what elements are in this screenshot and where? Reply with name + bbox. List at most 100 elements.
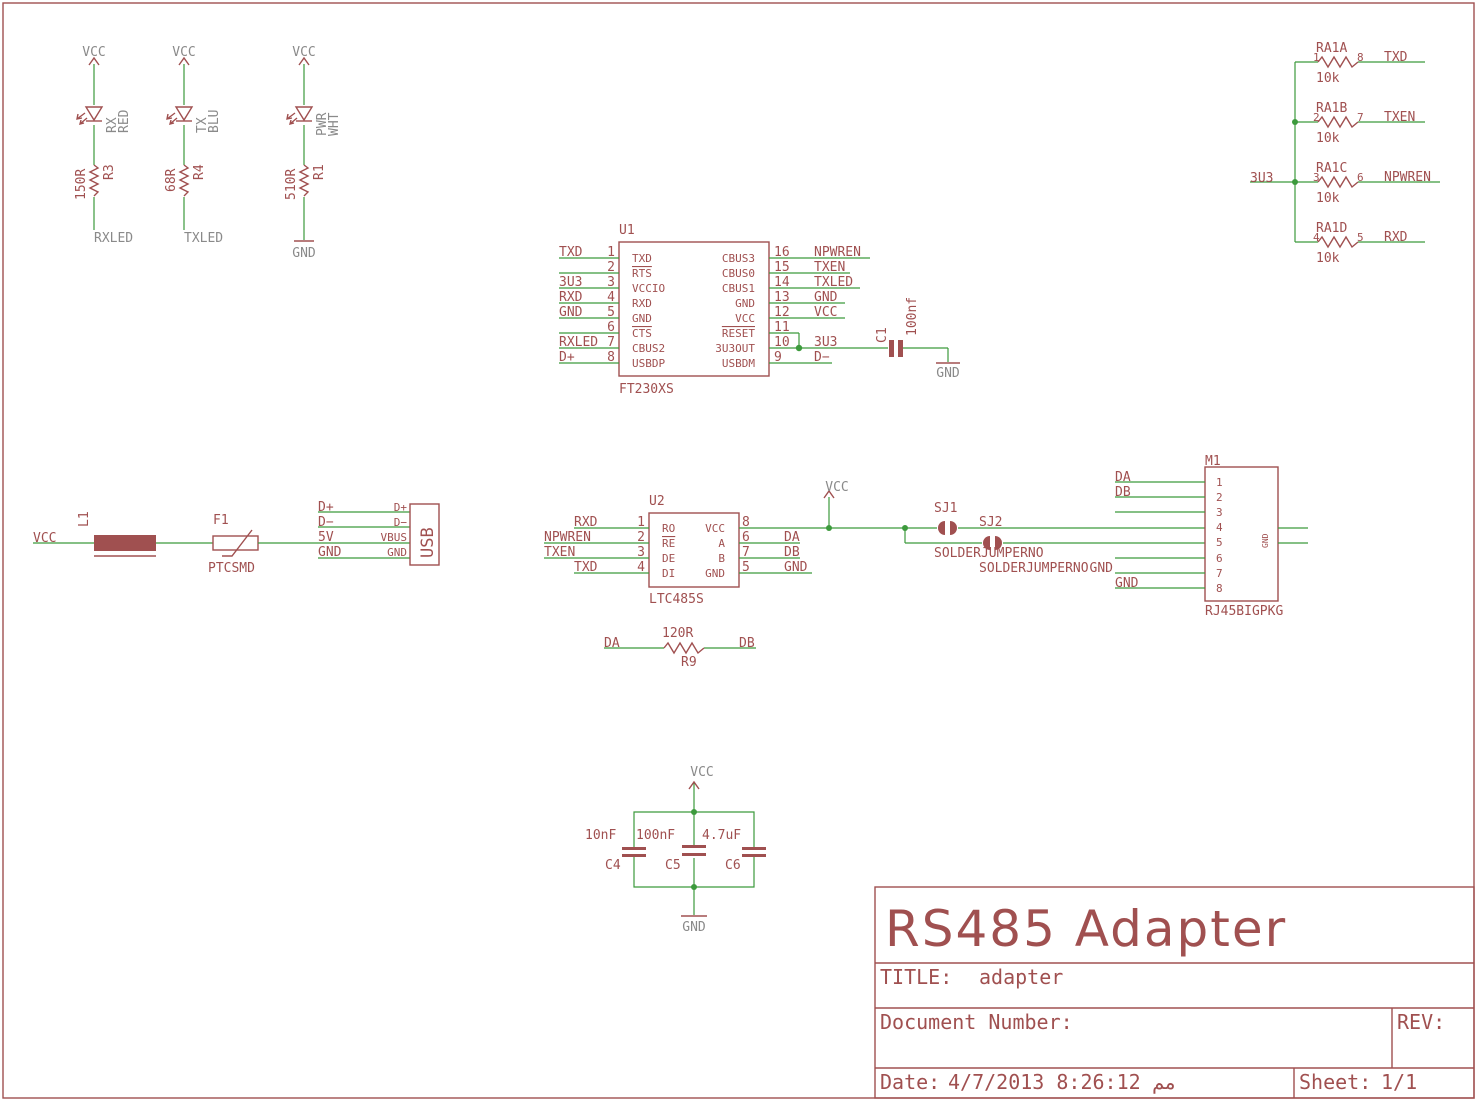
net-gnd: GND [936, 366, 960, 381]
solder-jumpers: SJ1 SOLDERJUMPERNO SJ2 SOLDERJUMPERNO [904, 501, 1205, 576]
junction-dot [691, 884, 697, 890]
u1-pin-num: 8 [607, 350, 615, 365]
net-label: RXD [1384, 230, 1408, 245]
ra1-ref: RA1D [1316, 221, 1347, 236]
net-gnd: GND [682, 920, 706, 935]
u2-body [648, 512, 740, 588]
u2-pin-num: 3 [637, 545, 645, 560]
u1-pin-num: 5 [607, 305, 615, 320]
ra1-ref: RA1A [1316, 41, 1347, 56]
title-block: RS485 Adapter TITLE: adapter Document Nu… [874, 886, 1475, 1099]
light-emission-icon [166, 112, 178, 125]
u1-pin-name: CBUS3 [722, 252, 755, 265]
ra1-pin: 1 [1313, 51, 1320, 64]
u1-pin-name: 3U3OUT [715, 342, 755, 355]
resistor-array-ra1: 3U3 RA1A RA1B RA1C RA1D 1 2 3 4 8 7 6 5 … [1250, 41, 1440, 266]
u1-body [618, 241, 770, 377]
sj1-ref: SJ1 [934, 501, 957, 516]
net-label: D+ [318, 500, 334, 515]
led-tx-group: VCC TX BLU 68R R4 TXLED [164, 45, 223, 246]
net-label: GND [559, 305, 583, 320]
net-label: 3U3 [814, 335, 837, 350]
net-label: DB [739, 636, 755, 651]
u1-pin-num: 4 [607, 290, 615, 305]
usb-pin-name: D− [394, 516, 408, 529]
net-3v3: 3U3 [1250, 171, 1273, 186]
led-rx-color: RED [117, 109, 132, 133]
u1-pin-name: RXD [632, 297, 652, 310]
r3-value: 150R [74, 169, 89, 200]
vcc-arrow-icon [298, 56, 310, 66]
u1-pin-name: VCCIO [632, 282, 665, 295]
r1-ref: R1 [312, 164, 327, 180]
capacitor-plate-icon [622, 847, 646, 850]
led-icon [174, 106, 194, 122]
u2-pin-name: B [718, 552, 725, 565]
capacitor-plate-icon [682, 853, 706, 856]
net-label: DA [1115, 470, 1131, 485]
u2-pin-num: 8 [742, 515, 750, 530]
ra1-pin: 7 [1357, 111, 1364, 124]
ra1-value: 10k [1316, 131, 1340, 146]
u1-pin-num: 11 [774, 320, 790, 335]
net-label: TXLED [814, 275, 853, 290]
ra1-value: 10k [1316, 251, 1340, 266]
junction-dot [1292, 179, 1298, 185]
usb-label: USB [418, 527, 438, 558]
net-label: RXD [559, 290, 583, 305]
m1-pin-num: 3 [1216, 506, 1223, 519]
power-input: VCC L1 F1 PTCSMD D+ D− 5V GND D+ D− VBUS… [33, 500, 440, 576]
sheet-label: Sheet: [1299, 1070, 1371, 1094]
resistor-icon [1317, 175, 1359, 189]
solder-jumper-icon [950, 521, 957, 535]
f1-part: PTCSMD [208, 561, 255, 576]
m1-pin-gnd: GND [1261, 533, 1270, 548]
ptc-fuse-icon [212, 535, 259, 551]
u2-ref: U2 [649, 494, 665, 509]
u2-pin-num: 1 [637, 515, 645, 530]
led-pwr-name: PWR [315, 112, 330, 136]
led-rx-name: RX [105, 117, 120, 133]
led-pwr-color: WHT [327, 112, 342, 136]
vcc-label: VCC [82, 45, 105, 60]
f1-ref: F1 [213, 513, 229, 528]
solder-jumper-icon [938, 521, 945, 535]
m1-pin-num: 8 [1216, 582, 1223, 595]
u1-pin-name: TXD [632, 252, 652, 265]
net-label: DA [604, 636, 620, 651]
u1-pin-name: CBUS0 [722, 267, 755, 280]
m1-pin-num: 5 [1216, 536, 1223, 549]
r9-ref: R9 [681, 655, 697, 670]
net-label: NPWREN [1384, 170, 1431, 185]
decoupling-caps: VCC GND 10nF 100nF 4.7uF C4 C5 C6 [585, 765, 766, 935]
ra1-ref: RA1B [1316, 101, 1347, 116]
junction-dot [795, 344, 803, 352]
u1-pin-name: CBUS1 [722, 282, 755, 295]
u1-pin-num: 16 [774, 245, 790, 260]
u1-pin-num: 7 [607, 335, 615, 350]
u1-ref: U1 [619, 223, 635, 238]
net-label: NPWREN [544, 530, 591, 545]
vcc-arrow-icon [88, 56, 100, 66]
capacitor-plate-icon [622, 854, 646, 857]
u1-pin-num: 2 [607, 260, 615, 275]
u2-pin-name: RE [662, 537, 675, 550]
r4-value: 68R [164, 168, 179, 192]
led-rx-group: VCC RX RED 150R R3 RXLED [74, 45, 133, 246]
sheet-value: 1/1 [1381, 1070, 1417, 1094]
title-block-frame [874, 886, 1475, 1099]
r1-value: 510R [284, 169, 299, 200]
u1-pin-num: 9 [774, 350, 782, 365]
m1-pin-num: 6 [1216, 552, 1223, 565]
u1-ft230xs: U1 FT230XS 1 2 3 4 5 6 7 8 TXD RTS VCCIO… [559, 223, 888, 397]
docnum-label: Document Number: [880, 1010, 1073, 1034]
net-label: D− [318, 515, 334, 530]
m1-ref: M1 [1205, 454, 1221, 469]
c5-ref: C5 [665, 858, 681, 873]
c1-capacitor: GND C1 100nf [875, 297, 960, 381]
vcc-label: VCC [690, 765, 713, 780]
r4-ref: R4 [192, 164, 207, 180]
u2-pin-name: VCC [705, 522, 725, 535]
